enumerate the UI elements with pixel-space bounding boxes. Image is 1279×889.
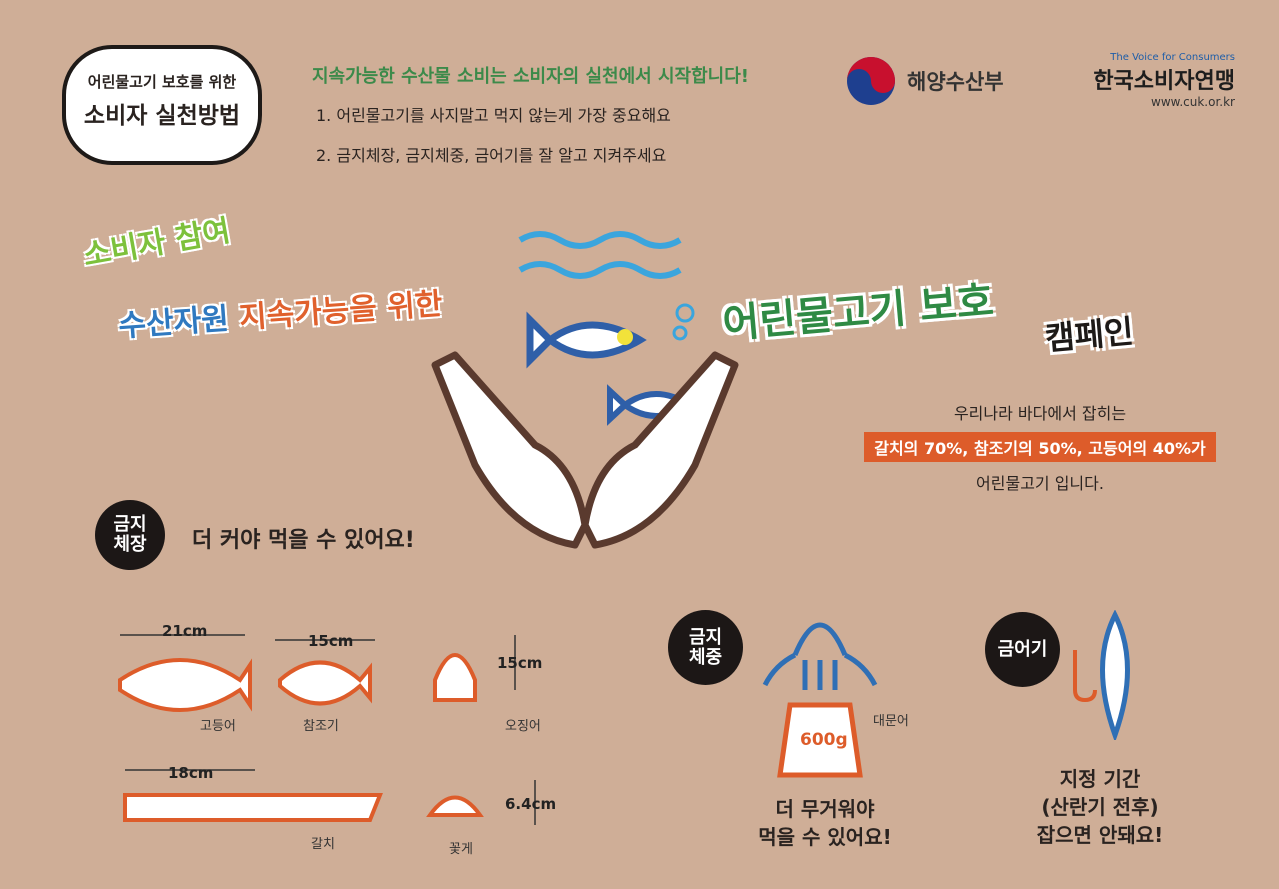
title-line2b: 지속가능을 위한 (237, 286, 444, 336)
weight-limit-badge: 금지 체중 (668, 610, 743, 685)
squid-size: 15cm (497, 654, 543, 672)
title-line2a: 수산자원 (117, 300, 241, 345)
mackerel-label: 고등어 (200, 719, 236, 734)
main-title: 어린물고기 보호 (720, 278, 996, 348)
closed-season-caption: 지정 기간 (산란기 전후) 잡으면 안돼요! (1015, 765, 1185, 849)
stat-line1: 우리나라 바다에서 잡히는 (953, 404, 1127, 423)
ministry-name: 해양수산부 (907, 70, 1004, 94)
statistic-text: 우리나라 바다에서 잡히는 갈치의 70%, 참조기의 50%, 고등어의 40… (840, 400, 1240, 494)
hairtail-label: 갈치 (311, 837, 335, 852)
title-line2: 수산자원 지속가능을 위한 (117, 279, 444, 346)
octopus-icon (762, 622, 878, 778)
stat-highlight: 갈치의 70%, 참조기의 50%, 고등어의 40%가 (864, 432, 1216, 462)
crab-size: 6.4cm (505, 795, 557, 813)
cuk-url: www.cuk.or.kr (1151, 95, 1235, 109)
crab-label: 꽃게 (449, 842, 473, 857)
croaker-icon (278, 660, 372, 706)
bubble-title: 소비자 실천방법 (83, 103, 241, 129)
closed-caption-1: 지정 기간 (1059, 767, 1141, 791)
taegeuk-icon (847, 57, 895, 105)
size-limit-caption: 더 커야 먹을 수 있어요! (192, 528, 415, 553)
wave-icon (518, 231, 682, 279)
weight-caption-2: 먹을 수 있어요! (758, 825, 892, 849)
closed-caption-2: (산란기 전후) (1041, 795, 1159, 819)
croaker-label: 참조기 (303, 719, 339, 734)
mackerel-icon (118, 658, 252, 712)
hands-fish-illustration (431, 231, 739, 549)
hands-icon (431, 351, 739, 549)
squid-label: 오징어 (505, 719, 541, 734)
closed-caption-3: 잡으면 안돼요! (1036, 823, 1164, 847)
crab-icon (426, 795, 484, 817)
hairtail-size: 18cm (168, 764, 214, 782)
weight-caption-1: 더 무거워야 (775, 797, 875, 821)
croaker-size: 15cm (308, 632, 354, 650)
size-limit-badge: 금지 체장 (95, 500, 165, 570)
cuk-name: 한국소비자연맹 (1093, 69, 1235, 94)
mackerel-size: 21cm (162, 622, 208, 640)
headline: 지속가능한 수산물 소비는 소비자의 실천에서 시작합니다! (312, 66, 749, 87)
cuk-logo: The Voice for Consumers 한국소비자연맹 www.cuk.… (1030, 52, 1235, 109)
speech-bubble: 어린물고기 보호를 위한 소비자 실천방법 (62, 45, 262, 165)
fish-icon (526, 311, 647, 369)
hairtail-icon (123, 793, 383, 822)
weight-value: 600g (800, 730, 848, 750)
stat-line3: 어린물고기 입니다. (976, 474, 1104, 493)
bubble-subtitle: 어린물고기 보호를 위한 (87, 73, 237, 91)
rule-2: 2. 금지체장, 금지체중, 금어기를 잘 알고 지켜주세요 (316, 146, 667, 165)
closed-season-badge: 금어기 (985, 612, 1060, 687)
title-line1: 소비자 참여 (80, 213, 233, 274)
octopus-label: 대문어 (873, 714, 909, 729)
squid-icon (433, 653, 477, 702)
hooked-fish-icon (1073, 610, 1130, 740)
ministry-logo: 해양수산부 (845, 55, 1004, 107)
rule-1: 1. 어린물고기를 사지말고 먹지 않는게 가장 중요해요 (316, 106, 671, 125)
weight-icon (777, 702, 863, 778)
cuk-slogan: The Voice for Consumers (1110, 52, 1235, 63)
size-illustrations (118, 634, 536, 825)
campaign-title: 캠페인 (1043, 312, 1135, 358)
